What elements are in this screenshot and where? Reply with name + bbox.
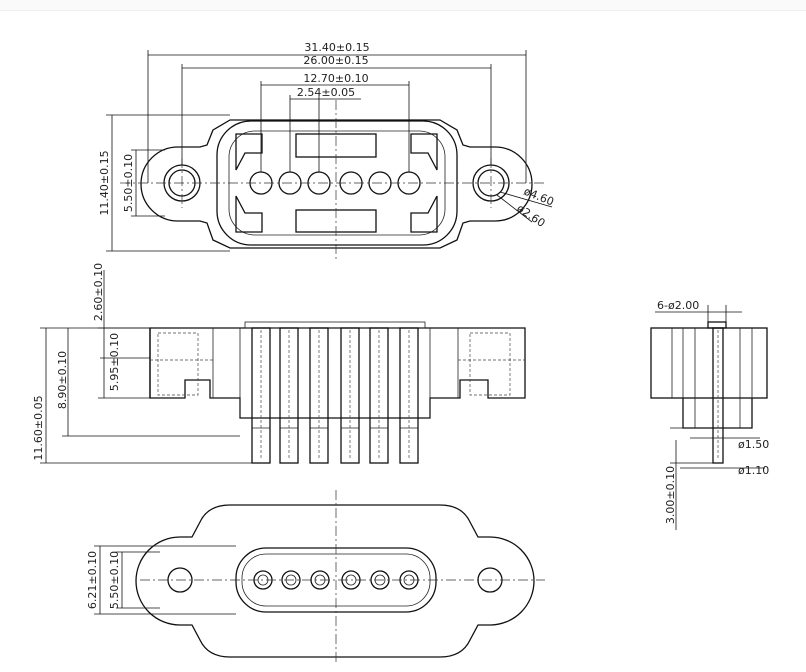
dim-pin-span: 12.70±0.10 <box>303 72 368 85</box>
dim-rear-height: 6.21±0.10 <box>86 551 99 609</box>
bottom-pin-2 <box>281 570 301 590</box>
top-view: 31.40±0.15 26.00±0.15 12.70±0.10 2.54±0.… <box>98 41 556 262</box>
side-view-pin-shaft <box>712 327 724 464</box>
dim-overall-depth: 11.60±0.05 <box>32 395 45 460</box>
bottom-view: 6.21±0.10 5.50±0.10 <box>86 490 545 665</box>
dim-housing-depth: 5.95±0.10 <box>108 333 121 391</box>
side-view-pin-head <box>707 321 727 329</box>
front-pin-2 <box>279 327 299 464</box>
callout-pin-dia-1: ø1.50 <box>738 438 769 451</box>
front-view-housing <box>149 327 526 419</box>
top-view-right-slot-bottom <box>410 195 438 233</box>
dim-mount-spacing: 26.00±0.15 <box>303 54 368 67</box>
front-view: 2.60±0.10 5.95±0.10 8.90±0.10 11.60±0.05 <box>32 263 526 464</box>
side-view-body <box>650 327 768 399</box>
dim-body-depth: 8.90±0.10 <box>56 351 69 409</box>
top-view-flange-outline <box>140 119 533 249</box>
top-view-left-slot-bottom <box>235 195 263 233</box>
callout-pin-dia-2: ø1.10 <box>738 464 769 477</box>
top-strip <box>0 0 806 11</box>
dim-overall-width: 31.40±0.15 <box>304 41 369 54</box>
side-view-lower-body <box>682 398 753 429</box>
dim-flange-thickness: 2.60±0.10 <box>92 263 105 321</box>
front-pin-3 <box>309 327 329 464</box>
top-view-right-slot-top <box>410 133 438 171</box>
side-view: 6-ø2.00 ø1.50 ø1.10 3.00±0.10 <box>650 299 769 530</box>
callout-mount-hole-inner: ø2.60 <box>514 202 547 230</box>
dim-rear-half-height: 5.50±0.10 <box>108 551 121 609</box>
bottom-view-outline <box>135 504 535 658</box>
dim-pin-pitch: 2.54±0.05 <box>297 86 355 99</box>
dim-pin-length: 3.00±0.10 <box>664 466 677 524</box>
front-pins <box>251 327 419 464</box>
front-pin-1 <box>251 327 271 464</box>
top-view-left-slot-top <box>235 133 263 171</box>
front-pin-6 <box>399 327 419 464</box>
dim-body-height: 11.40±0.15 <box>98 150 111 215</box>
callout-pin-count-dia: 6-ø2.00 <box>657 299 699 312</box>
dim-half-height: 5.50±0.10 <box>122 154 135 212</box>
front-pin-5 <box>369 327 389 464</box>
front-pin-4 <box>340 327 360 464</box>
